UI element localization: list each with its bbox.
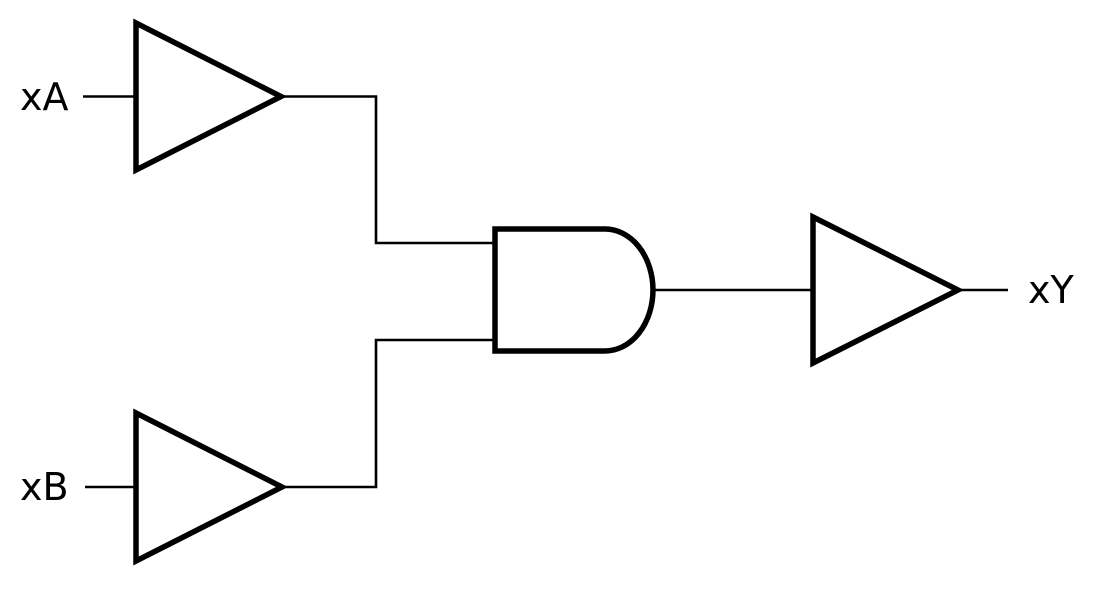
and-gate xyxy=(492,226,656,354)
buffer-a-gate xyxy=(133,18,288,175)
buffer-b-gate xyxy=(133,408,289,566)
label-output-y: xY xyxy=(1028,268,1074,312)
wire-buffer-b-to-and xyxy=(282,338,495,489)
label-input-b: xB xyxy=(20,465,69,509)
wire-buffer-a-to-and xyxy=(281,95,495,245)
buffer-y-gate xyxy=(810,212,965,368)
label-input-a: xA xyxy=(20,75,68,119)
